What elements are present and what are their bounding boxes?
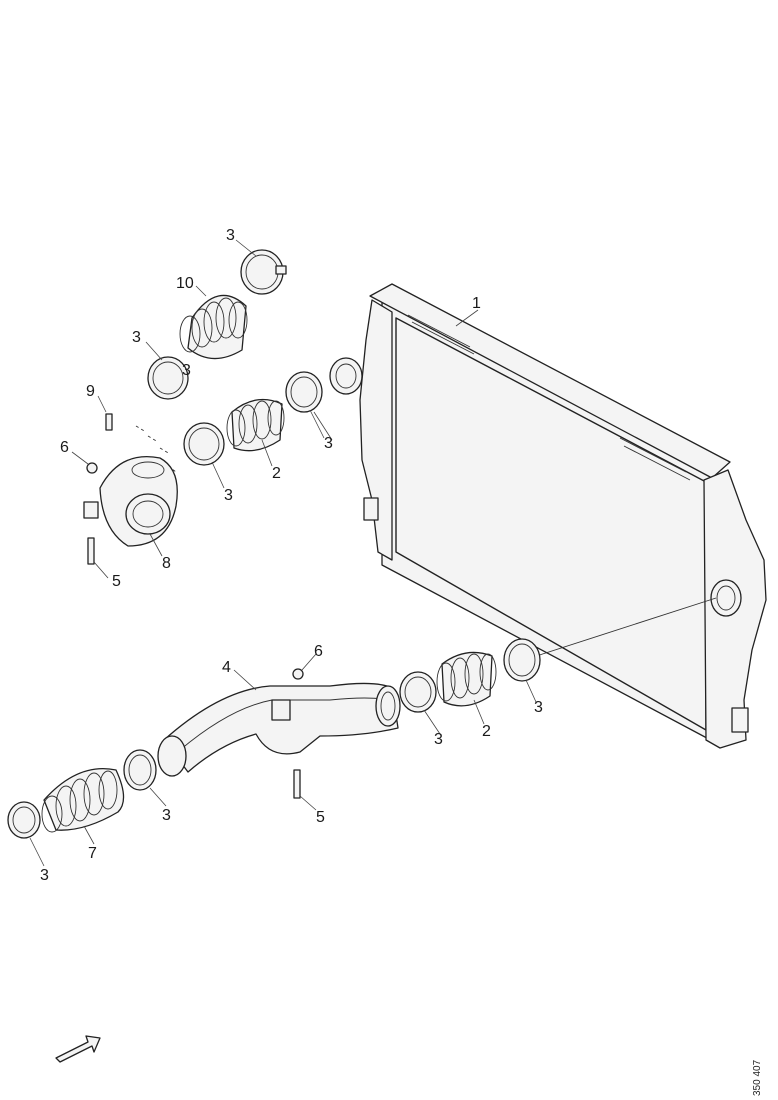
callout-3: 3 [132, 329, 141, 346]
callout-7: 7 [88, 845, 97, 862]
callout-10: 10 [176, 275, 194, 292]
charge-air-pipe-4 [157, 682, 401, 777]
callout-6: 6 [314, 643, 323, 660]
callout-3: 3 [162, 807, 171, 824]
callout-9: 9 [86, 383, 95, 400]
callout-2: 2 [482, 723, 491, 740]
lower-pipe-assembly [7, 638, 541, 839]
callout-6: 6 [60, 439, 69, 456]
callout-5: 5 [316, 809, 325, 826]
intercooler-core [329, 283, 767, 749]
hose-2-lower [436, 651, 497, 707]
drawing-code: 350 407 [752, 1059, 763, 1096]
callout-3: 3 [226, 227, 235, 244]
callout-3: 3 [534, 699, 543, 716]
hose-2-upper [226, 398, 285, 452]
callout-3: 3 [324, 435, 333, 452]
callout-labels: 1 2 2 3 3 3 3 3 3 3 3 3 4 5 5 6 6 7 8 9 … [40, 227, 543, 884]
callout-5: 5 [112, 573, 121, 590]
callout-3: 3 [182, 362, 191, 379]
callout-2: 2 [272, 465, 281, 482]
upper-hose-assembly [83, 249, 323, 565]
callout-1: 1 [472, 295, 481, 312]
callout-3: 3 [224, 487, 233, 504]
nut-6-upper [86, 462, 98, 474]
callout-4: 4 [222, 659, 231, 676]
stud-9 [105, 413, 113, 431]
corrugated-hose-10 [179, 294, 248, 360]
direction-arrow-icon [55, 1035, 101, 1063]
callout-3: 3 [40, 867, 49, 884]
callout-3: 3 [434, 731, 443, 748]
corrugated-hose-7 [41, 767, 125, 833]
leader-lines [29, 239, 537, 867]
callout-8: 8 [162, 555, 171, 572]
elbow-pipe-8 [83, 456, 178, 547]
